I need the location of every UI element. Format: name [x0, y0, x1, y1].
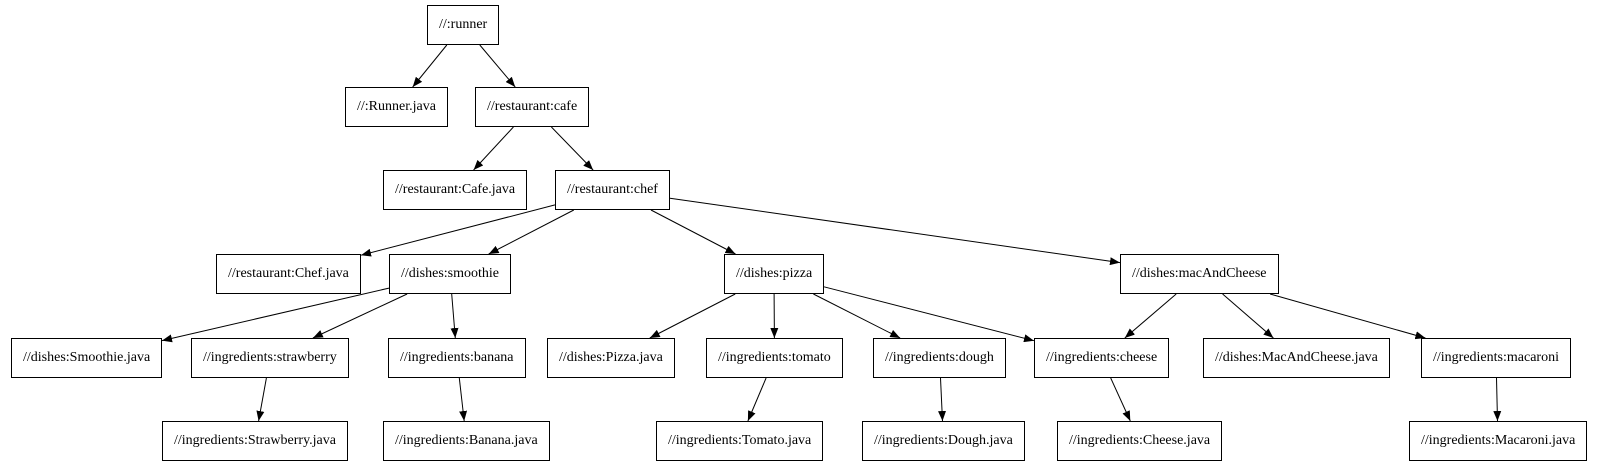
graph-node-cafe_java: //restaurant:Cafe.java	[383, 170, 528, 210]
graph-node-pizza_java: //dishes:Pizza.java	[547, 338, 675, 378]
graph-node-label-cheese: //ingredients:cheese	[1046, 350, 1158, 365]
graph-node-dough_java: //ingredients:Dough.java	[862, 421, 1025, 461]
edge-macandcheese-to-cheese	[1124, 293, 1177, 339]
edge-dough-to-dough_java	[938, 377, 947, 422]
graph-node-pizza: //dishes:pizza	[724, 254, 825, 294]
graph-node-label-macaroni: //ingredients:macaroni	[1433, 350, 1559, 365]
graph-node-label-chef_java: //restaurant:Chef.java	[228, 266, 349, 281]
edge-macaroni-to-macaroni_java	[1493, 377, 1502, 422]
edge-macandcheese-to-macandcheese_java	[1222, 293, 1274, 339]
graph-node-label-banana_java: //ingredients:Banana.java	[395, 433, 538, 448]
edge-runner-to-cafe	[479, 44, 516, 88]
graph-node-tomato: //ingredients:tomato	[706, 338, 843, 378]
graph-node-chef_java: //restaurant:Chef.java	[216, 254, 361, 294]
graph-node-cafe: //restaurant:cafe	[475, 87, 590, 127]
graph-node-label-tomato: //ingredients:tomato	[718, 350, 831, 365]
graph-node-label-macaroni_java: //ingredients:Macaroni.java	[1421, 433, 1576, 448]
graph-node-label-strawberry: //ingredients:strawberry	[203, 350, 337, 365]
edge-pizza-to-pizza_java	[649, 293, 736, 339]
graph-node-strawberry: //ingredients:strawberry	[191, 338, 349, 378]
graph-node-label-chef: //restaurant:chef	[567, 182, 658, 197]
edge-cafe-to-cafe_java	[473, 126, 514, 171]
graph-node-dough: //ingredients:dough	[873, 338, 1006, 378]
edge-pizza-to-dough	[813, 293, 901, 339]
graph-node-macaroni_java: //ingredients:Macaroni.java	[1409, 421, 1588, 461]
graph-node-label-dough_java: //ingredients:Dough.java	[874, 433, 1013, 448]
graph-node-label-pizza: //dishes:pizza	[736, 266, 813, 281]
graph-node-label-runner: //:runner	[439, 17, 488, 32]
graph-node-chef: //restaurant:chef	[555, 170, 670, 210]
graph-node-banana_java: //ingredients:Banana.java	[383, 421, 550, 461]
edge-chef-to-smoothie	[488, 209, 575, 255]
graph-node-label-smoothie: //dishes:smoothie	[401, 266, 499, 281]
graph-node-macandcheese_java: //dishes:MacAndCheese.java	[1203, 338, 1390, 378]
edge-runner-to-runner_java	[412, 44, 448, 88]
edge-cheese-to-cheese_java	[1110, 377, 1131, 422]
graph-node-banana: //ingredients:banana	[388, 338, 526, 378]
graph-node-label-runner_java: //:Runner.java	[357, 99, 436, 114]
graph-node-label-banana: //ingredients:banana	[400, 350, 514, 365]
edge-chef-to-pizza	[650, 209, 736, 255]
edge-pizza-to-cheese	[823, 286, 1035, 343]
graph-node-strawberry_java: //ingredients:Strawberry.java	[162, 421, 348, 461]
graph-node-tomato_java: //ingredients:Tomato.java	[656, 421, 824, 461]
edge-banana-to-banana_java	[458, 377, 468, 422]
graph-node-cheese: //ingredients:cheese	[1034, 338, 1170, 378]
graph-node-smoothie_java: //dishes:Smoothie.java	[11, 338, 163, 378]
graph-node-cheese_java: //ingredients:Cheese.java	[1057, 421, 1223, 461]
graph-node-macandcheese: //dishes:macAndCheese	[1120, 254, 1279, 294]
graph-node-smoothie: //dishes:smoothie	[389, 254, 511, 294]
graph-node-label-smoothie_java: //dishes:Smoothie.java	[23, 350, 151, 365]
graph-node-label-tomato_java: //ingredients:Tomato.java	[668, 433, 812, 448]
graph-node-label-macandcheese: //dishes:macAndCheese	[1132, 266, 1267, 281]
edge-smoothie-to-banana	[450, 293, 459, 339]
graph-node-label-pizza_java: //dishes:Pizza.java	[559, 350, 663, 365]
edge-smoothie-to-smoothie_java	[161, 287, 390, 343]
graph-node-runner: //:runner	[427, 5, 500, 45]
graph-node-macaroni: //ingredients:macaroni	[1421, 338, 1571, 378]
graph-node-label-strawberry_java: //ingredients:Strawberry.java	[174, 433, 336, 448]
edge-chef-to-macandcheese	[669, 197, 1121, 266]
graph-node-label-cafe: //restaurant:cafe	[487, 99, 578, 114]
graph-node-label-macandcheese_java: //dishes:MacAndCheese.java	[1215, 350, 1378, 365]
edge-cafe-to-chef	[551, 126, 594, 171]
edge-strawberry-to-strawberry_java	[256, 377, 267, 422]
edge-macandcheese-to-macaroni	[1269, 293, 1426, 340]
graph-node-runner_java: //:Runner.java	[345, 87, 448, 127]
graph-node-label-cafe_java: //restaurant:Cafe.java	[395, 182, 516, 197]
graph-node-label-cheese_java: //ingredients:Cheese.java	[1069, 433, 1211, 448]
edge-smoothie-to-strawberry	[312, 293, 408, 339]
edge-tomato-to-tomato_java	[747, 377, 767, 422]
graph-node-label-dough: //ingredients:dough	[885, 350, 994, 365]
edge-chef-to-chef_java	[360, 204, 556, 257]
